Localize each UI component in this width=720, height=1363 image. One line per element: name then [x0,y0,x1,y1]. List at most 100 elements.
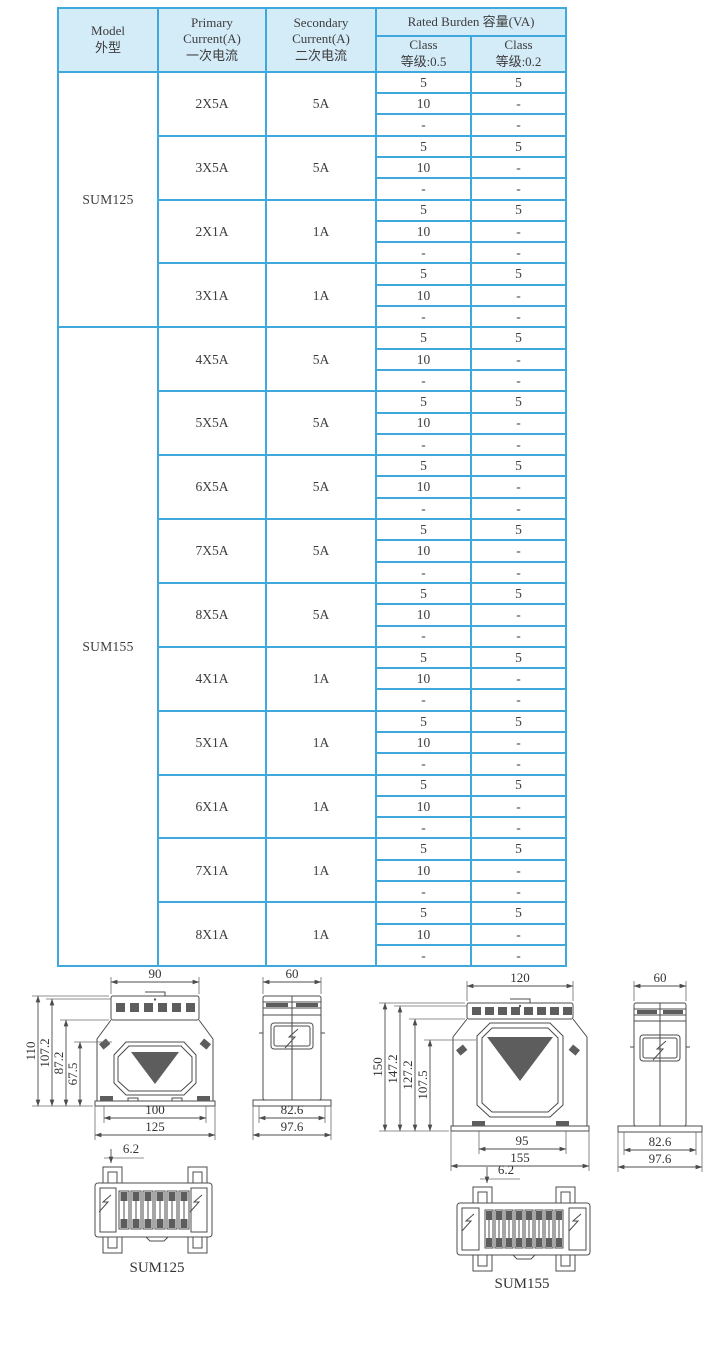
burden-class05-cell: 10 [375,794,472,819]
table-row: -- [58,943,568,968]
burden-class02-cell: - [469,92,568,116]
burden-class05-cell: 10 [375,411,472,435]
burden-class02-cell: - [469,858,568,883]
lightning-mark [461,1213,475,1232]
burden-class05-cell: 5 [375,581,472,606]
table-row: -- [58,305,568,329]
burden-class05-cell: - [375,943,472,968]
primary-current-cell: 7X5A [157,518,267,584]
burden-class02-cell: - [469,667,568,691]
secondary-current-cell: 5A [265,134,377,201]
table-row: 10- [58,155,568,180]
burden-class02-cell: 5 [469,518,568,542]
burden-class02-cell: - [469,624,568,648]
burden-class05-cell: 10 [375,475,472,499]
lightning-mark [189,1194,203,1213]
burden-class05-cell: 5 [375,518,472,542]
burden-class05-cell: - [375,688,472,712]
dim-label: 147.2 [385,1054,400,1083]
lightning-mark [652,1040,667,1061]
burden-class02-cell: - [469,539,568,563]
sum125-front-view [94,991,216,1107]
burden-class02-cell: - [469,496,568,521]
table-row: -- [58,432,568,457]
burden-class02-cell: - [469,411,568,435]
burden-class02-cell: 5 [469,70,568,95]
dim-label: 90 [149,966,162,981]
secondary-current-cell: 1A [265,198,377,265]
sum125-side-dimensions: 60 82.6 97.6 [252,966,332,1140]
burden-class02-cell: - [469,368,568,393]
burden-class05-cell: 10 [375,922,472,946]
burden-class02-cell: - [469,603,568,627]
table-row: 10- [58,411,568,435]
dim-label: 150 [370,1057,385,1077]
burden-class05-cell: 5 [375,901,472,925]
dim-label: 110 [23,1041,38,1060]
sum125-window-shading [131,1052,179,1084]
burden-class05-cell: 5 [375,262,472,286]
burden-class05-cell: - [375,624,472,648]
burden-class02-cell: 5 [469,198,568,222]
primary-current-cell: 8X1A [157,901,267,968]
dim-label: 97.6 [649,1151,672,1166]
sum155-side-dimensions: 60 82.6 97.6 [617,970,703,1172]
primary-current-cell: 3X5A [157,134,267,201]
dim-label: 60 [654,970,667,985]
burden-class05-cell: 10 [375,858,472,883]
primary-current-cell: 2X1A [157,198,267,265]
burden-class02-cell: 5 [469,390,568,414]
table-row: -- [58,177,568,201]
dim-label: 107.2 [37,1038,52,1067]
table-row: -- [58,880,568,904]
secondary-current-cell: 5A [265,70,377,137]
burden-class05-cell: - [375,177,472,201]
burden-class02-cell: - [469,283,568,308]
table-row: 10- [58,730,568,755]
burden-class02-cell: 5 [469,901,568,925]
primary-current-cell: 2X5A [157,70,267,137]
table-row: -- [58,368,568,393]
burden-class02-cell: 5 [469,326,568,350]
burden-class05-cell: - [375,305,472,329]
table-row: -- [58,241,568,265]
burden-class02-cell: - [469,305,568,329]
burden-class05-cell: - [375,752,472,776]
table-row: -- [58,816,568,840]
secondary-current-cell: 1A [265,262,377,329]
burden-class05-cell: - [375,368,472,393]
sum155-side-view [617,1002,703,1133]
burden-class02-cell: - [469,943,568,968]
primary-current-cell: 7X1A [157,837,267,904]
burden-class05-cell: 5 [375,390,472,414]
table-row: 10- [58,283,568,308]
burden-class05-cell: 10 [375,730,472,755]
sum125-terminal-view: 6.2 SUM125 [94,1141,213,1276]
burden-class05-cell: - [375,560,472,584]
header-class-02: Class 等级:0.2 [469,35,568,73]
sum155-front-view [450,998,590,1132]
burden-class05-cell: 5 [375,70,472,95]
sum155-terminal-slots [484,1209,564,1249]
sum155-window-shading [487,1037,553,1081]
dimension-drawings: 90 110 107.2 87.2 67.5 100 125 60 [23,966,703,1292]
dim-label: 82.6 [649,1134,672,1149]
burden-class05-cell: 5 [375,773,472,797]
table-row: 10- [58,858,568,883]
burden-class02-cell: - [469,922,568,946]
dim-label: 155 [510,1150,530,1165]
burden-class05-cell: 10 [375,155,472,180]
table-row: 10- [58,92,568,116]
secondary-current-cell: 5A [265,326,377,393]
dim-label: 107.5 [415,1070,430,1099]
burden-class02-cell: 5 [469,773,568,797]
burden-class02-cell: - [469,475,568,499]
burden-class05-cell: 10 [375,92,472,116]
burden-class02-cell: - [469,730,568,755]
dim-label: 120 [510,970,530,985]
